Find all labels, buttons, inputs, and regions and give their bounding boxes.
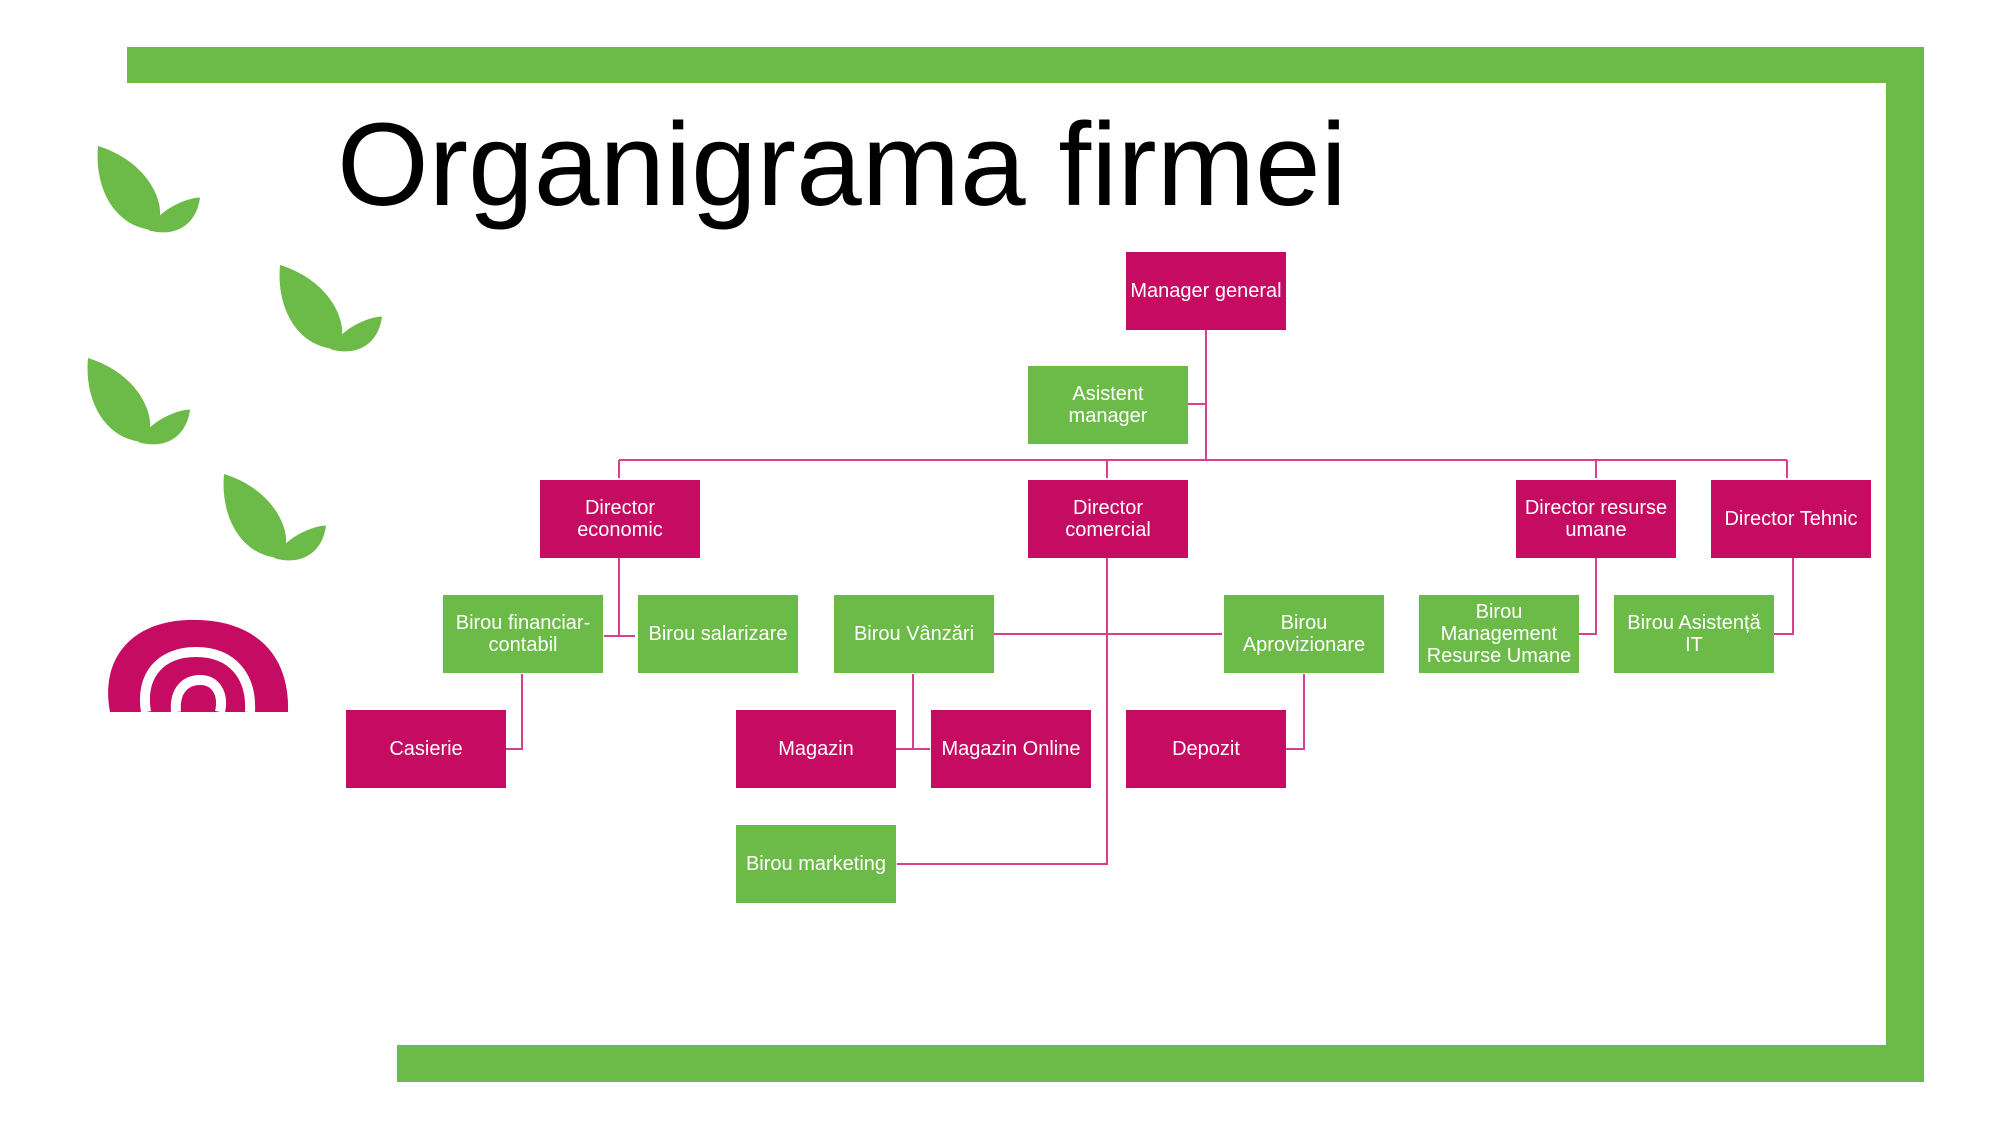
leaf-pair-icon [97,146,201,233]
node-manager-general: Manager general [1126,252,1286,330]
connector-tehnic-it [1774,557,1794,635]
connector-aprovizionare-depozit [1286,674,1305,750]
node-director-economic: Director economic [540,480,700,558]
frame-bottom-bar [397,1045,1924,1082]
frame-right-bar [1886,47,1924,1082]
node-magazin: Magazin [736,710,896,788]
node-birou-marketing: Birou marketing [736,825,896,903]
node-director-comercial: Director comercial [1028,480,1188,558]
connector-resurse-umane-birou [1579,557,1597,635]
node-director-resurse-umane: Director resurse umane [1516,480,1676,558]
decoration [87,146,383,714]
node-birou-management-resurse-umane: Birou Management Resurse Umane [1419,595,1579,673]
page-title: Organigrama firmei [337,99,1347,231]
node-magazin-online: Magazin Online [931,710,1091,788]
node-birou-financiar-contabil: Birou financiar-contabil [443,595,603,673]
node-birou-salarizare: Birou salarizare [638,595,798,673]
leaf-pair-icon [279,265,383,352]
connector-comercial-trunk [897,557,1108,865]
leaf-pair-icon [87,358,191,445]
leaf-pair-icon [223,474,327,561]
node-birou-aprovizionare: Birou Aprovizionare [1224,595,1384,673]
frame-top-bar [127,47,1924,83]
connector-vanzari-children [895,674,914,750]
node-birou-asistenta-it: Birou Asistență IT [1614,595,1774,673]
node-casierie: Casierie [346,710,506,788]
node-asistent-manager: Asistent manager [1028,366,1188,444]
spiral-logo-icon [108,619,289,714]
connector-financiar-casierie [505,674,523,750]
node-depozit: Depozit [1126,710,1286,788]
connector-economic-children [604,557,620,637]
node-birou-vanzari: Birou Vânzări [834,595,994,673]
node-director-tehnic: Director Tehnic [1711,480,1871,558]
